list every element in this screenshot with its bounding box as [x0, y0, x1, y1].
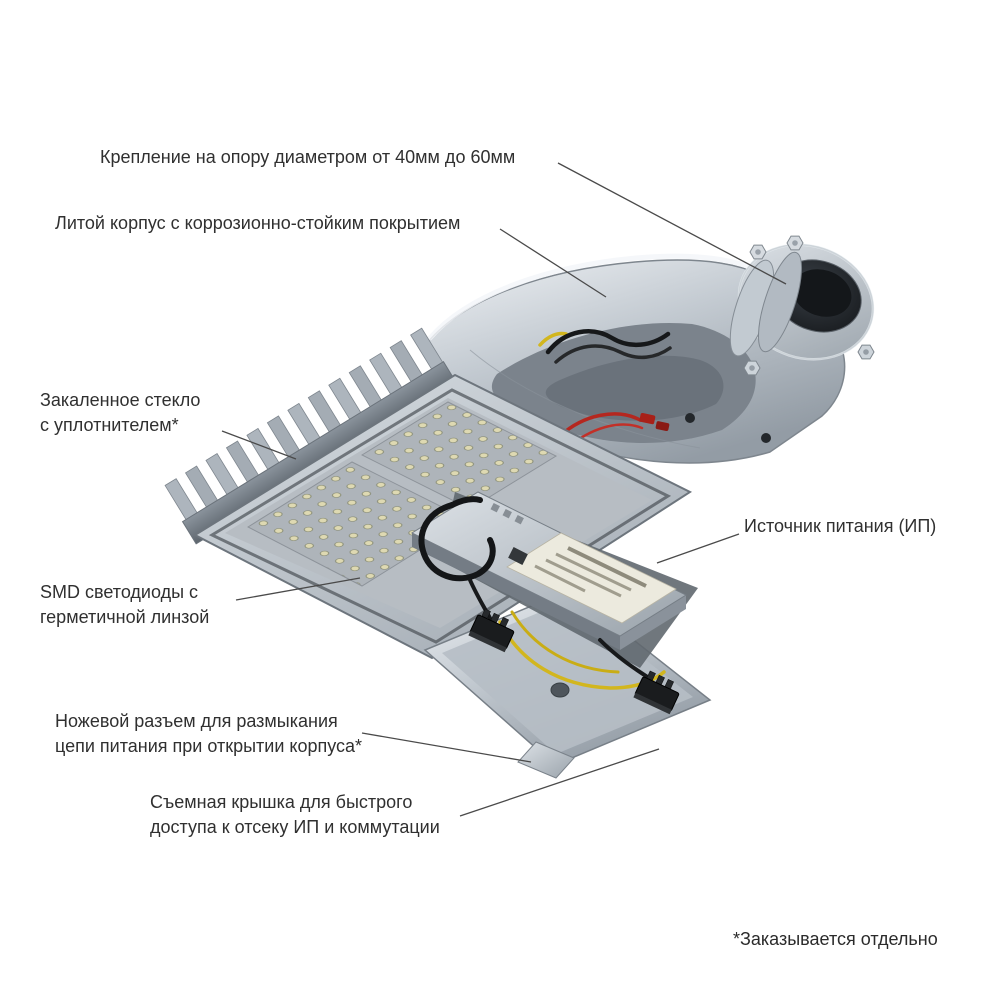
callout-cover: Съемная крышка для быстрого доступа к от… [150, 792, 440, 838]
leader-line-glass [221, 430, 297, 460]
clamp-band [758, 251, 802, 353]
leader-line-mount [557, 162, 787, 285]
wiring-top [538, 329, 672, 446]
clamp-bolt [786, 235, 804, 251]
pole-mount [729, 235, 875, 376]
cover-latch [517, 741, 575, 779]
callout-knife-connector: Ножевой разъем для размыкания цепи питан… [55, 711, 363, 757]
knife-connector [633, 670, 680, 715]
knife-connector [468, 608, 515, 653]
leader-line-psu [656, 533, 740, 564]
callout-housing: Литой корпус с коррозионно-стойким покры… [55, 213, 461, 233]
led-array-module [360, 401, 558, 510]
leader-line-knife [361, 732, 532, 763]
cable-grommet [685, 413, 695, 423]
leader-lines [221, 162, 787, 817]
red-connector [639, 413, 656, 425]
callout-glass: Закаленное стекло с уплотнителем* [40, 390, 201, 436]
power-supply-unit [410, 491, 688, 650]
psu-label-sticker [506, 532, 677, 624]
clamp-bolt [749, 244, 767, 260]
red-connector [655, 421, 670, 431]
heat-sink-fins [164, 327, 458, 545]
footnote-ordered-separately: *Заказывается отдельно [733, 929, 938, 949]
callout-mount: Крепление на опору диаметром от 40мм до … [100, 147, 516, 167]
clamp-bolt [743, 360, 761, 376]
leader-line-housing [499, 228, 607, 298]
glass-seal [208, 388, 672, 644]
cover-hole [550, 682, 570, 698]
cable-grommet [761, 433, 771, 443]
clamp-bolt [857, 344, 875, 360]
leader-line-cover [459, 748, 660, 817]
callout-psu: Источник питания (ИП) [744, 516, 937, 536]
leader-line-leds [235, 577, 361, 601]
callout-leds: SMD светодиоды с герметичной линзой [40, 582, 210, 628]
